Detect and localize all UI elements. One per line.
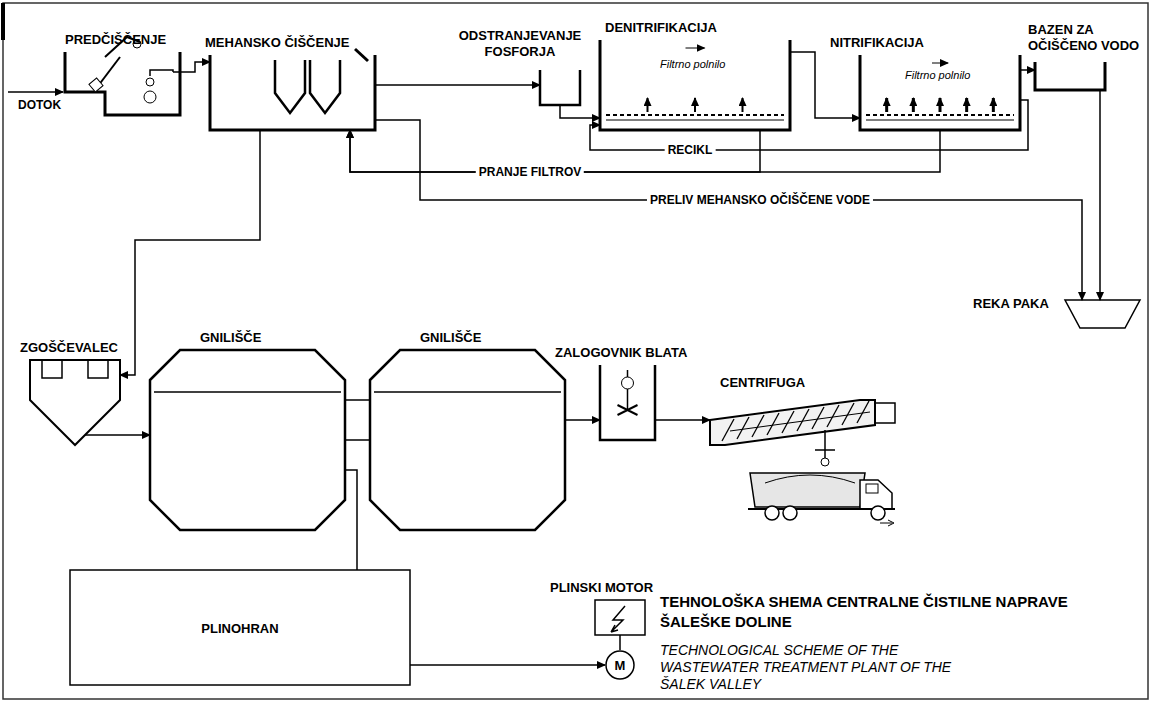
node-label: ZALOGOVNIK BLATA [555, 345, 687, 361]
mechanical-tank-outline [210, 55, 375, 130]
gas-holder: PLINOHRAN [66, 570, 414, 685]
node-label: PLINOHRAN [66, 620, 414, 635]
river-outlet: REKA PAKA [1065, 300, 1140, 328]
digester: GNILIŠČE [150, 350, 345, 530]
flow-label: PRANJE FILTROV [476, 165, 584, 179]
node-label: NITRIFIKACIJA [830, 35, 924, 51]
node-label: PLINSKI MOTOR [550, 580, 653, 596]
digester-outline [370, 350, 565, 530]
phosphorus-tank: ODSTRANJEVANJE FOSFORJA [540, 70, 580, 105]
node-label: DENITRIFIKACIJA [605, 20, 717, 36]
node-label: BAZEN ZA OČIŠČENO VODO [1028, 22, 1140, 54]
pipe-connector [375, 120, 1082, 300]
denitrification-filter-outline [600, 40, 790, 130]
sludge-storage-outline [600, 365, 655, 440]
gas-engine: PLINSKI MOTOR [595, 600, 645, 635]
node-label: GNILIŠČE [200, 330, 261, 346]
pipe-connector [560, 105, 600, 118]
clean-water-basin: BAZEN ZA OČIŠČENO VODO [1035, 62, 1105, 90]
sludge-storage: ZALOGOVNIK BLATA [600, 365, 655, 440]
sludge-thickener: ZGOŠČEVALEC [30, 360, 120, 445]
node-label: MEHANSKO ČIŠČENJE [205, 35, 349, 51]
nitrification-filter: NITRIFIKACIJAFiltrno polnilo [860, 55, 1020, 130]
node-label: PREDČIŠČENJE [65, 32, 166, 48]
node-label: CENTRIFUGA [720, 375, 805, 391]
node-label: M [601, 658, 639, 673]
flow-label: PRELIV MEHANSKO OČIŠČENE VODE [647, 193, 873, 207]
node-label: ODSTRANJEVANJE FOSFORJA [440, 28, 600, 60]
node-label: GNILIŠČE [420, 330, 481, 346]
pipe-connector [655, 419, 710, 421]
pipe-connector [375, 84, 540, 86]
pipe-connector [180, 62, 210, 72]
river-outlet-outline [1065, 300, 1140, 328]
pipe-connector [410, 664, 605, 666]
inflow-label: DOTOK [18, 98, 61, 112]
centrifuge: CENTRIFUGA [710, 395, 900, 527]
digester: GNILIŠČE [370, 350, 565, 530]
sludge-thickener-outline [30, 360, 120, 445]
flow-label: RECIKL [665, 143, 716, 157]
pipe-connector [619, 635, 621, 650]
pipe-connector [1099, 90, 1101, 300]
denitrification-filter: DENITRIFIKACIJAFiltrno polnilo [600, 40, 790, 130]
pretreatment-tank: PREDČIŠČENJE [65, 52, 180, 115]
nitrification-filter-outline [860, 55, 1020, 130]
node-note: Filtrno polnilo [660, 58, 725, 71]
pipe-connector [565, 419, 600, 421]
node-label: ZGOŠČEVALEC [20, 340, 118, 356]
pipe-connector [1020, 69, 1035, 71]
pipe-connector [345, 470, 357, 570]
pipe-connector [590, 100, 1028, 150]
digester-outline [150, 350, 345, 530]
phosphorus-tank-outline [540, 70, 580, 105]
diagram-title: TEHNOLOŠKA SHEMA CENTRALNE ČISTILNE NAPR… [660, 592, 1100, 632]
pipe-connector [85, 434, 150, 436]
motor-symbol: M [601, 650, 639, 680]
centrifuge-outline [710, 395, 900, 527]
diagram-caption: TECHNOLOGICAL SCHEME OF THE WASTEWATER T… [660, 642, 990, 693]
gas-engine-outline [595, 600, 645, 635]
node-note: Filtrno polnilo [905, 69, 970, 82]
pipe-connector [350, 130, 940, 172]
mechanical-tank: MEHANSKO ČIŠČENJE [210, 55, 375, 130]
clean-water-basin-outline [1035, 62, 1105, 90]
pipe-connector [790, 52, 860, 118]
node-label: REKA PAKA [973, 296, 1049, 312]
pipe-connector [345, 399, 370, 401]
pretreatment-tank-outline [65, 52, 180, 115]
